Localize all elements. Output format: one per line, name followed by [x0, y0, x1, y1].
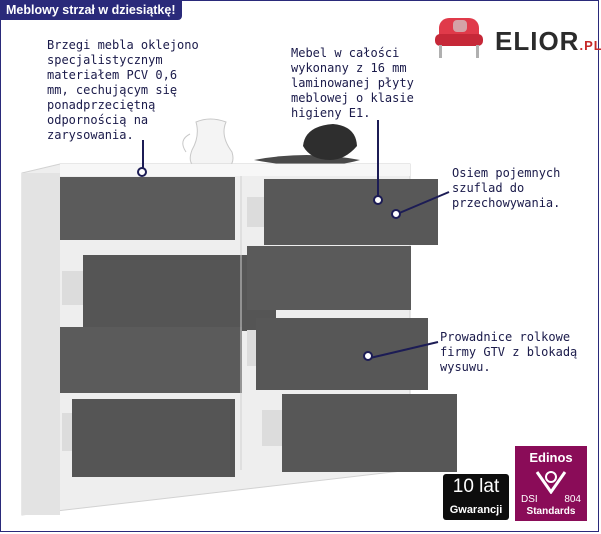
callout-dot-board — [373, 195, 383, 205]
banner-title: Meblowy strzał w dziesiątkę! — [0, 0, 182, 20]
note-rails: Prowadnice rolkowe firmy GTV z blokadą w… — [440, 330, 578, 374]
callout-line-rails — [369, 341, 439, 359]
cert-name: Edinos — [529, 450, 573, 465]
callout-line-board — [377, 120, 379, 198]
callout-dot-drawers — [391, 209, 401, 219]
note-edges: Brzegi mebla oklejono specjalistycznym m… — [47, 38, 199, 142]
callout-dot-rails — [363, 351, 373, 361]
note-board: Mebel w całości wykonany z 16 mm laminow… — [291, 46, 414, 120]
note-drawers: Osiem pojemnych szuflad do przechowywani… — [452, 166, 561, 210]
cert-standards: Standards — [526, 506, 576, 517]
callout-dot-edges — [137, 167, 147, 177]
brand-name: ELIOR.PL — [495, 26, 601, 56]
checkmark-icon — [535, 471, 567, 494]
armchair-icon — [435, 18, 483, 58]
cert-left-text: DSI — [521, 494, 538, 505]
cert-right-text: 804 — [564, 494, 581, 505]
warranty-label: Gwarancji — [449, 504, 503, 516]
warranty-years: 10 lat — [452, 476, 500, 497]
callout-line-edges — [142, 140, 144, 172]
callout-line-drawers — [396, 191, 450, 215]
brand-logo — [435, 18, 483, 58]
warranty-badge: 10 lat Gwarancji — [443, 474, 509, 520]
cert-badge: Edinos DSI 804 Standards — [515, 446, 587, 521]
bowl — [254, 124, 360, 166]
